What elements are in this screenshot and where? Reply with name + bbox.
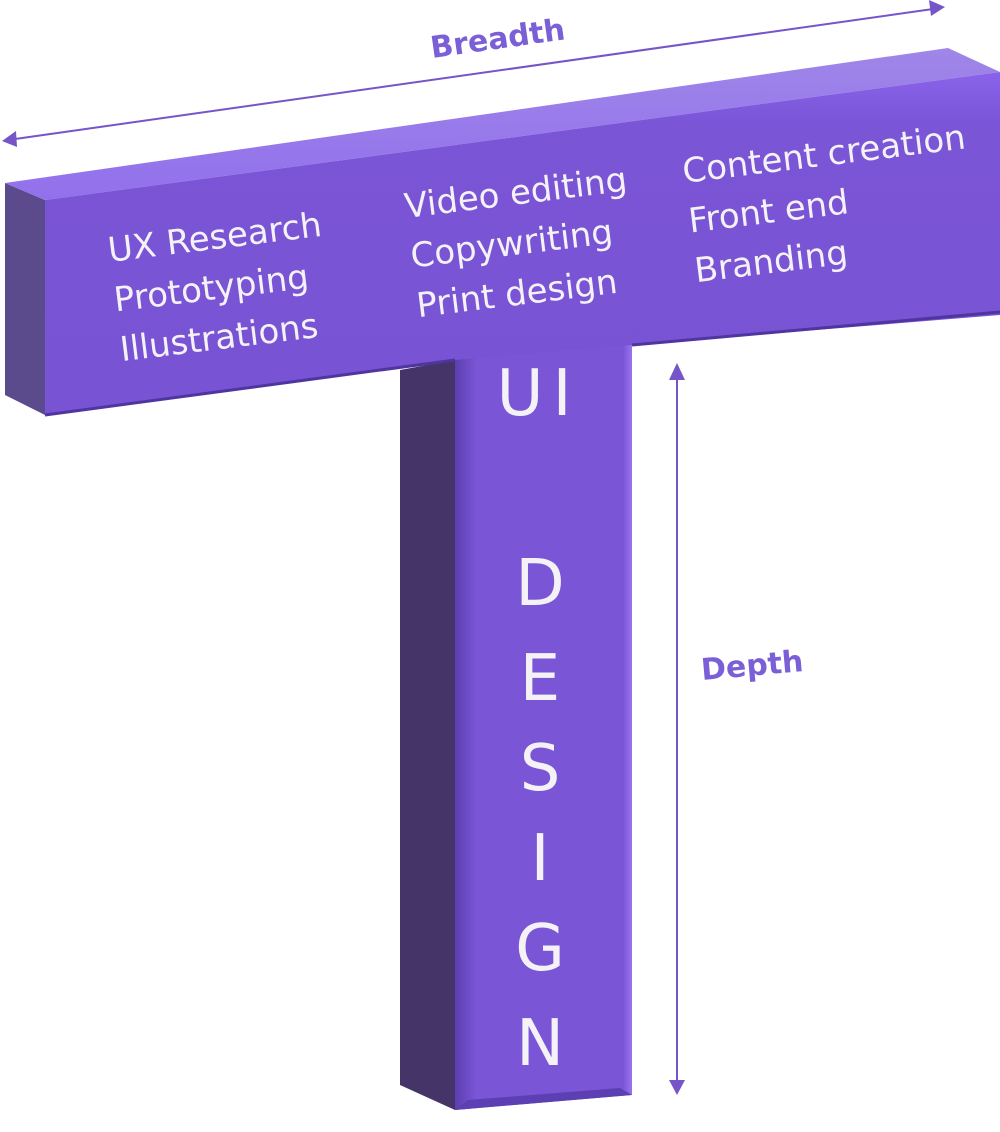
crossbar-bottom-edge	[44, 358, 456, 417]
stem-title: U I D E S I G N	[497, 357, 572, 1081]
crossbar-front-face	[45, 72, 1000, 415]
stem-letter-g: G	[515, 912, 565, 986]
breadth-arrow-line	[7, 7, 941, 141]
depth-arrow	[669, 363, 685, 1095]
depth-label: Depth	[700, 644, 805, 688]
crossbar-side-face	[5, 183, 45, 415]
breadth-label: Breadth	[428, 12, 567, 66]
skill-column-1: UX Research Prototyping Illustrations	[106, 205, 324, 370]
stem-bottom-bevel	[455, 1088, 632, 1110]
stem-letter-i2: I	[531, 822, 550, 896]
stem-letter-n: N	[516, 1007, 564, 1081]
arrow-up-icon	[669, 363, 685, 380]
stem-letter-i: I	[553, 357, 572, 431]
arrow-left-icon	[2, 131, 17, 147]
stem-letter-d: D	[515, 547, 564, 621]
stem-letter-u: U	[497, 357, 544, 431]
skill-column-2: Video editing Copywriting Print design	[402, 160, 629, 326]
stem-side-face	[400, 360, 455, 1110]
crossbar-bottom-edge-right	[631, 310, 1000, 347]
crossbar-top-face	[5, 48, 1000, 200]
stem-front-face	[455, 328, 632, 1110]
stem-letter-s: S	[520, 732, 561, 806]
stem-letter-e: E	[520, 642, 560, 716]
breadth-arrow	[2, 0, 945, 147]
arrow-down-icon	[669, 1080, 685, 1095]
arrow-right-icon	[929, 0, 945, 16]
